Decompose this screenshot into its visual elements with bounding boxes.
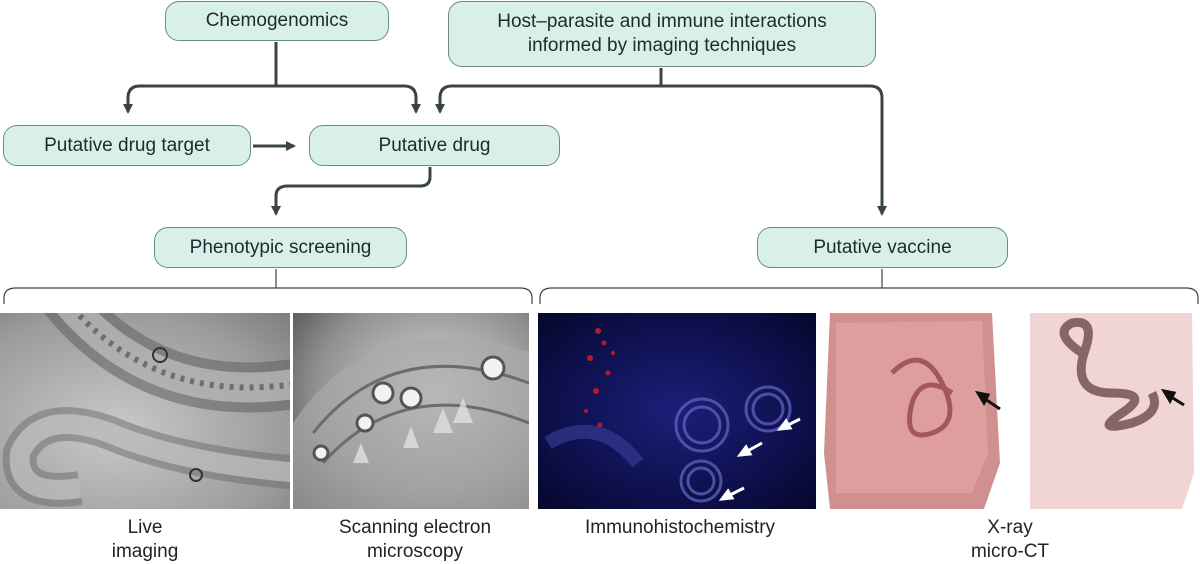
node-chemogenomics: Chemogenomics xyxy=(165,1,389,41)
node-putative-drug: Putative drug xyxy=(309,125,560,166)
node-putative-drug-target: Putative drug target xyxy=(3,125,251,166)
bracket-pheno xyxy=(3,269,533,304)
caption-immunohistochemistry: Immunohistochemistry xyxy=(560,516,800,540)
caption-sem-line2: microscopy xyxy=(366,541,464,562)
node-putative-drug-target-label: Putative drug target xyxy=(44,134,210,156)
node-putative-drug-label: Putative drug xyxy=(378,134,491,156)
caption-micro-ct-line1: X-ray xyxy=(987,517,1033,538)
live-imaging-image xyxy=(0,313,290,509)
caption-live-imaging-line1: Live xyxy=(127,517,163,538)
arrow-host-to-drug xyxy=(435,68,663,114)
caption-immunohistochemistry-line1: Immunohistochemistry xyxy=(584,517,776,538)
micro-ct-image xyxy=(822,313,1200,509)
immunohistochemistry-illustration xyxy=(544,328,801,503)
caption-sem: Scanning electron microscopy xyxy=(300,516,530,564)
node-host-parasite-line1: Host–parasite and immune interactions xyxy=(497,11,827,32)
node-phenotypic-screening: Phenotypic screening xyxy=(154,227,407,268)
sem-illustration xyxy=(293,338,529,509)
bracket-vaccine xyxy=(539,269,1199,304)
caption-live-imaging-line2: imaging xyxy=(111,541,179,562)
node-host-parasite: Host–parasite and immune interactions in… xyxy=(448,1,876,67)
node-host-parasite-line2: informed by imaging techniques xyxy=(527,35,797,56)
caption-sem-line1: Scanning electron xyxy=(338,517,492,538)
arrow-host-to-vaccine xyxy=(661,84,887,216)
live-imaging-illustration xyxy=(2,313,290,507)
node-putative-vaccine-label: Putative vaccine xyxy=(813,236,952,258)
micro-ct-illustration xyxy=(824,313,1194,509)
node-phenotypic-screening-label: Phenotypic screening xyxy=(189,236,372,258)
immunohistochemistry-image xyxy=(538,313,816,509)
sem-image xyxy=(293,313,529,509)
arrow-chemo-to-target xyxy=(123,42,278,114)
caption-micro-ct: X-ray micro-CT xyxy=(930,516,1090,564)
caption-live-imaging: Live imaging xyxy=(90,516,200,564)
arrow-chemo-to-drug xyxy=(276,84,421,114)
caption-micro-ct-line2: micro-CT xyxy=(970,541,1050,562)
node-putative-vaccine: Putative vaccine xyxy=(757,227,1008,268)
arrow-drug-to-pheno xyxy=(271,167,432,216)
node-chemogenomics-label: Chemogenomics xyxy=(205,10,349,31)
